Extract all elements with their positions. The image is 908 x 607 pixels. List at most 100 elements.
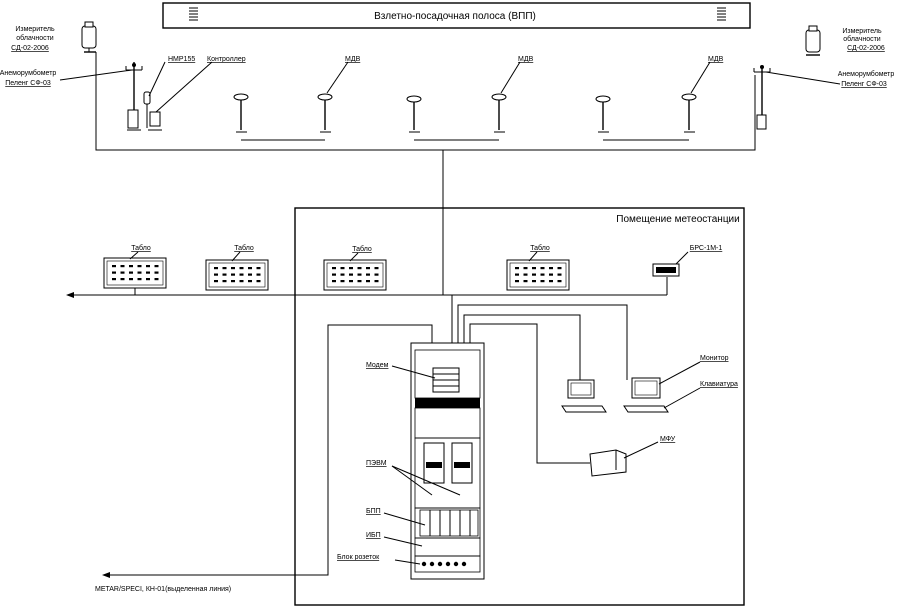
cloud-right-model: СД-02-2006 [847,45,885,52]
tablo-led [231,267,235,270]
sockets-label: Блок розеток [337,554,380,561]
mfu-label: МФУ [660,436,676,443]
tablo-led [374,267,379,270]
tablo-led [248,267,252,270]
tablo-led [332,280,336,283]
tablo-led [231,273,235,276]
tablo-led [357,273,362,276]
tablo-led [557,273,562,276]
tablo-led [214,280,218,283]
bpp-unit [419,509,479,537]
tablo-led [357,280,362,283]
tablo-led [129,265,133,268]
tablo-led [366,267,370,270]
tablo-led [332,267,336,270]
tablo-led [214,267,218,270]
tablo-led [231,280,235,283]
tablo-led [120,265,125,268]
tablo-led [112,278,116,281]
cloud-right-label-1: Измеритель [842,28,882,35]
anemometer-left [125,62,143,131]
mdv-2-leader [500,61,521,94]
tablo-led [146,265,150,268]
tablo-led [137,265,142,268]
tablo-led [137,271,142,274]
tablo-led [120,278,125,281]
cloud-right-label-2: облачности [843,35,881,43]
tablo-led [557,280,562,283]
tablo-led [374,280,379,283]
tablo-led [357,267,362,270]
tablo-led [112,265,116,268]
tablo-led [129,271,133,274]
hmp-label: HMP155 [168,56,195,63]
tablo-led [349,273,353,276]
cloud-left-model: СД-02-2006 [11,45,49,52]
runway-right-marks [717,7,726,21]
tablo-led [532,267,536,270]
anemo-left-leader [59,69,133,81]
tablo-led [340,273,345,276]
cloud-left-label-1: Измеритель [15,26,55,33]
tablo-led [154,265,159,268]
mdv-pair-2 [406,93,507,141]
mfu-printer [589,449,627,477]
modem-label: Модем [366,362,389,369]
anemo-right-leader [765,71,841,85]
tablo-board-1 [103,257,167,295]
tablo-led [154,278,159,281]
tablo-led [214,273,218,276]
anemometer-right [753,65,771,130]
brs-1m-1-device [652,263,680,277]
anemo-right-label-1: Анеморумбометр [838,70,895,78]
metar-output-label: METAR/SPECI, КН-01(выделенная линия) [95,586,231,593]
tablo-led [366,280,370,283]
runway-left-marks [189,7,198,21]
cloud-meter-right [805,25,821,56]
pevm-label: ПЭВМ [366,460,387,467]
tablo-led [248,273,252,276]
tablo-led [515,267,519,270]
tablo-4-label: Табло [530,244,550,252]
tablo-led [349,280,353,283]
tablo-led [515,280,519,283]
anemo-left-label-1: Анеморумбометр [0,69,56,77]
tablo-led [549,273,553,276]
controller [148,111,162,131]
hmp155-sensor [143,91,151,128]
tablo-led [523,280,528,283]
controller-leader [155,61,213,113]
tablo-3-label: Табло [352,245,372,253]
cloud-meter-left [81,21,97,53]
tablo-led [366,273,370,276]
tablo-led [332,273,336,276]
tablo-led [557,267,562,270]
mdv-3-label: МДВ [708,56,724,63]
runway: Взлетно-посадочная полоса (ВПП) [162,2,751,29]
tablo-led [137,278,142,281]
tablo-led [549,267,553,270]
display-bus-arrow [66,292,74,298]
tablo-led [222,273,227,276]
station-room-frame [294,207,745,606]
tablo-led [540,267,545,270]
mdv-1-leader [326,61,349,94]
tablo-led [239,267,244,270]
tablo-led [549,280,553,283]
mdv-pair-1 [233,93,333,141]
tablo-led [112,271,116,274]
tablo-led [540,273,545,276]
tablo-led [256,273,261,276]
tablo-led [256,267,261,270]
bpp-label: БПП [366,508,381,515]
tablo-led [248,280,252,283]
tablo-led [120,271,125,274]
monitor-1 [561,379,607,413]
tablo-led [540,280,545,283]
anemo-right-label-2: Пеленг СФ-03 [841,81,887,88]
station-room-title: Помещение метеостанции [616,214,739,225]
tablo-led [222,280,227,283]
monitor-label: Монитор [700,355,729,362]
tablo-led [146,271,150,274]
